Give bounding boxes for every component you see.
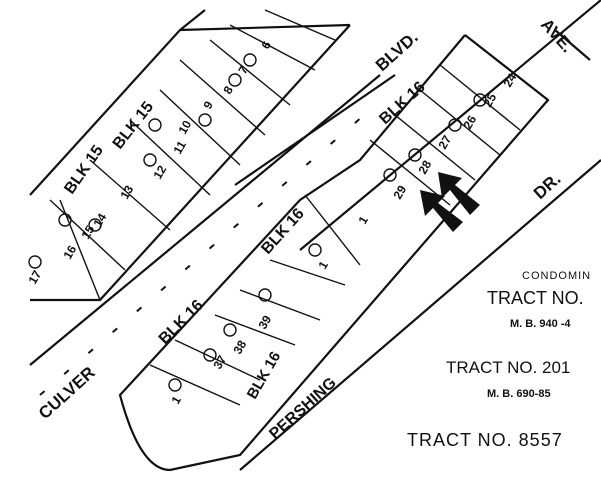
svg-text:28: 28 <box>415 158 434 177</box>
svg-text:1: 1 <box>315 258 331 271</box>
svg-text:24: 24 <box>500 71 519 90</box>
lot-circle-markers <box>28 53 487 392</box>
block-label: BLK 15 <box>110 98 157 152</box>
tract-2-label: TRACT NO. 201 <box>446 358 571 377</box>
svg-text:39: 39 <box>255 313 274 332</box>
pershing-street-line <box>239 159 601 471</box>
svg-text:6: 6 <box>258 38 274 51</box>
block-label: BLK 15 <box>61 142 107 197</box>
street-label-dr: DR. <box>530 169 564 203</box>
blvd-line <box>234 74 396 186</box>
svg-text:37: 37 <box>210 353 229 372</box>
svg-text:10: 10 <box>175 118 194 137</box>
svg-text:12: 12 <box>150 163 169 182</box>
upper-lot-lines <box>49 9 336 301</box>
svg-text:13: 13 <box>117 183 136 202</box>
culver-street-line <box>29 74 381 366</box>
tract-3-label: TRACT NO. 8557 <box>407 430 563 450</box>
block-16-outline <box>118 34 550 472</box>
svg-text:26: 26 <box>460 113 479 132</box>
condominium-label: CONDOMIN <box>522 270 592 282</box>
street-label-blvd: BLVD. <box>372 28 422 75</box>
lower-lot-numbers: 1 29 28 27 26 25 24 1 39 38 37 1 <box>168 71 519 407</box>
tract-2-map-book: M. B. 690-85 <box>487 388 551 400</box>
svg-text:16: 16 <box>60 243 79 262</box>
ave-line <box>554 29 591 61</box>
street-label-pershing: PERSHING <box>266 374 339 443</box>
svg-text:17: 17 <box>25 268 44 287</box>
block-15-outline <box>29 9 351 302</box>
arrow-icon <box>420 172 480 232</box>
svg-text:15: 15 <box>78 223 97 242</box>
svg-text:27: 27 <box>435 133 454 152</box>
svg-text:1: 1 <box>168 393 184 406</box>
svg-text:38: 38 <box>230 338 249 357</box>
svg-text:1: 1 <box>355 213 371 226</box>
tract-boundary <box>299 0 601 251</box>
svg-text:29: 29 <box>390 183 409 202</box>
svg-text:14: 14 <box>90 211 109 230</box>
svg-text:25: 25 <box>480 91 499 110</box>
svg-text:9: 9 <box>200 98 216 111</box>
tract-1-map-book: M. B. 940 -4 <box>510 318 571 330</box>
svg-text:11: 11 <box>170 138 189 156</box>
block-label: BLK 16 <box>156 297 207 348</box>
street-label-ave: AVE. <box>537 15 577 56</box>
tract-1-label: TRACT NO. <box>487 288 584 308</box>
